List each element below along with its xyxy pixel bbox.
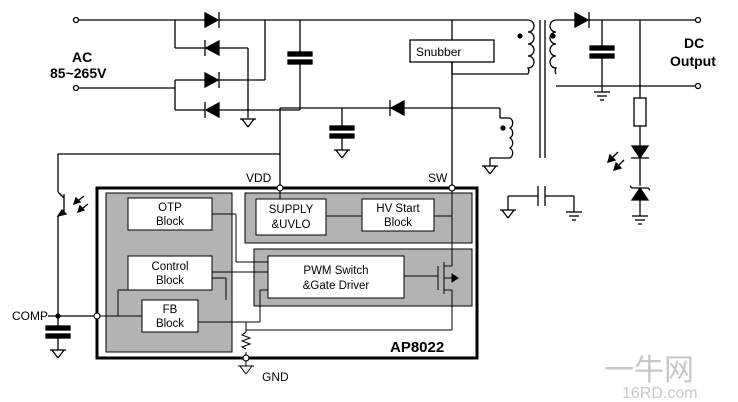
- otp-block: [127, 197, 213, 231]
- bridge-rectifier: [72, 11, 528, 128]
- fb-block: [141, 299, 199, 333]
- pwm-block-title: PWM Switch: [303, 265, 368, 277]
- hv-block-subtitle: Block: [384, 217, 412, 229]
- pwm-block-subtitle: &Gate Driver: [303, 280, 370, 292]
- y-capacitor: [500, 186, 582, 221]
- ac-label: AC: [72, 49, 92, 65]
- optocoupler: [45, 153, 280, 359]
- sw-pin-label: SW: [428, 171, 448, 185]
- snubber-label: Snubber: [416, 45, 461, 59]
- otp-block-subtitle: Block: [156, 216, 184, 228]
- fb-block-subtitle: Block: [156, 318, 184, 330]
- supply-uvlo-block: [255, 198, 327, 236]
- otp-block-title: OTP: [158, 202, 182, 214]
- ap8022-chip: [93, 184, 479, 375]
- output-rectifier: [556, 11, 702, 225]
- ac-voltage-label: 85~265V: [50, 65, 107, 81]
- vdd-pin-label: VDD: [246, 171, 272, 185]
- fb-block-title: FB: [163, 304, 178, 316]
- supply-block-subtitle: &UVLO: [272, 219, 311, 231]
- chip-name: AP8022: [390, 339, 444, 356]
- supply-block-title: SUPPLY: [269, 204, 314, 216]
- pwm-gate-driver-block: [267, 255, 405, 299]
- hv-block-title: HV Start: [376, 203, 420, 215]
- watermark-url: 16RD.com: [622, 385, 698, 402]
- aux-supply: [279, 99, 510, 188]
- dc-label: DC: [684, 35, 704, 51]
- gnd-pin-label: GND: [262, 370, 289, 384]
- watermark-logo: 一牛网: [604, 354, 694, 387]
- control-block-title: Control: [151, 261, 188, 273]
- comp-pin-label: COMP: [12, 309, 48, 323]
- dc-output-label: Output: [670, 53, 716, 69]
- snubber: [409, 20, 528, 188]
- control-block: [127, 255, 213, 291]
- hv-start-block: [361, 198, 435, 232]
- control-block-subtitle: Block: [156, 275, 184, 287]
- transformer: [500, 19, 558, 159]
